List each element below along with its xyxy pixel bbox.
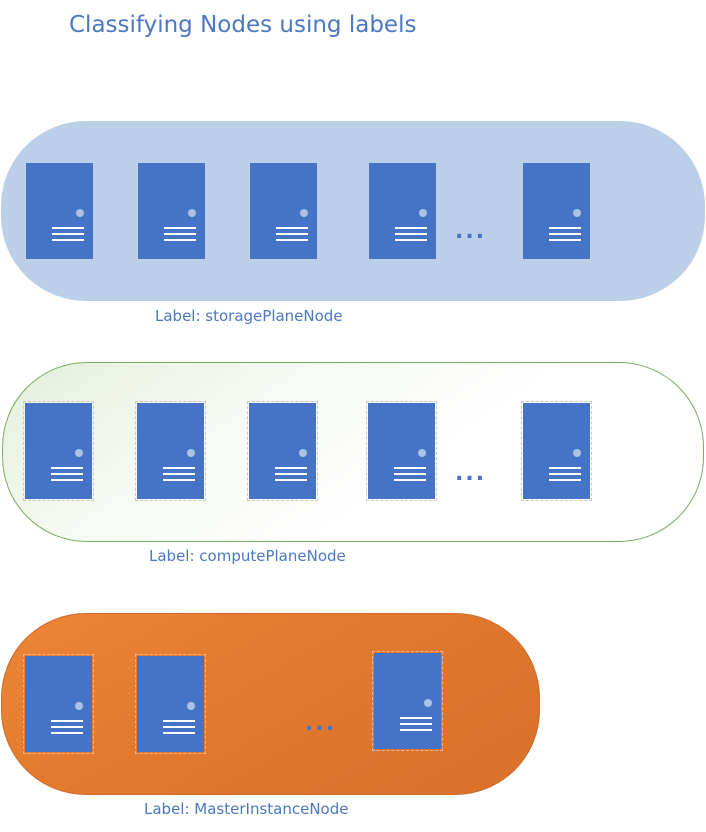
- server-icon: [366, 401, 437, 501]
- server-icon: [135, 654, 206, 754]
- more-nodes-ellipsis: ...: [455, 461, 487, 486]
- server-icon: [247, 401, 318, 501]
- server-icon: [26, 163, 93, 259]
- compute-plane-label: Label: computePlaneNode: [149, 547, 346, 565]
- server-icon: [369, 163, 436, 259]
- storage-plane-group: [1, 121, 705, 301]
- storage-plane-label: Label: storagePlaneNode: [155, 307, 343, 325]
- server-icon: [135, 401, 206, 501]
- server-icon: [372, 651, 443, 751]
- server-icon: [138, 163, 205, 259]
- master-instance-label: Label: MasterInstanceNode: [144, 800, 349, 818]
- diagram-title: Classifying Nodes using labels: [69, 12, 417, 38]
- more-nodes-ellipsis: ...: [455, 219, 487, 244]
- server-icon: [523, 163, 590, 259]
- more-nodes-ellipsis: ...: [305, 711, 337, 736]
- server-icon: [23, 654, 94, 754]
- compute-plane-group: [2, 362, 704, 542]
- server-icon: [23, 401, 94, 501]
- server-icon: [521, 401, 592, 501]
- server-icon: [250, 163, 317, 259]
